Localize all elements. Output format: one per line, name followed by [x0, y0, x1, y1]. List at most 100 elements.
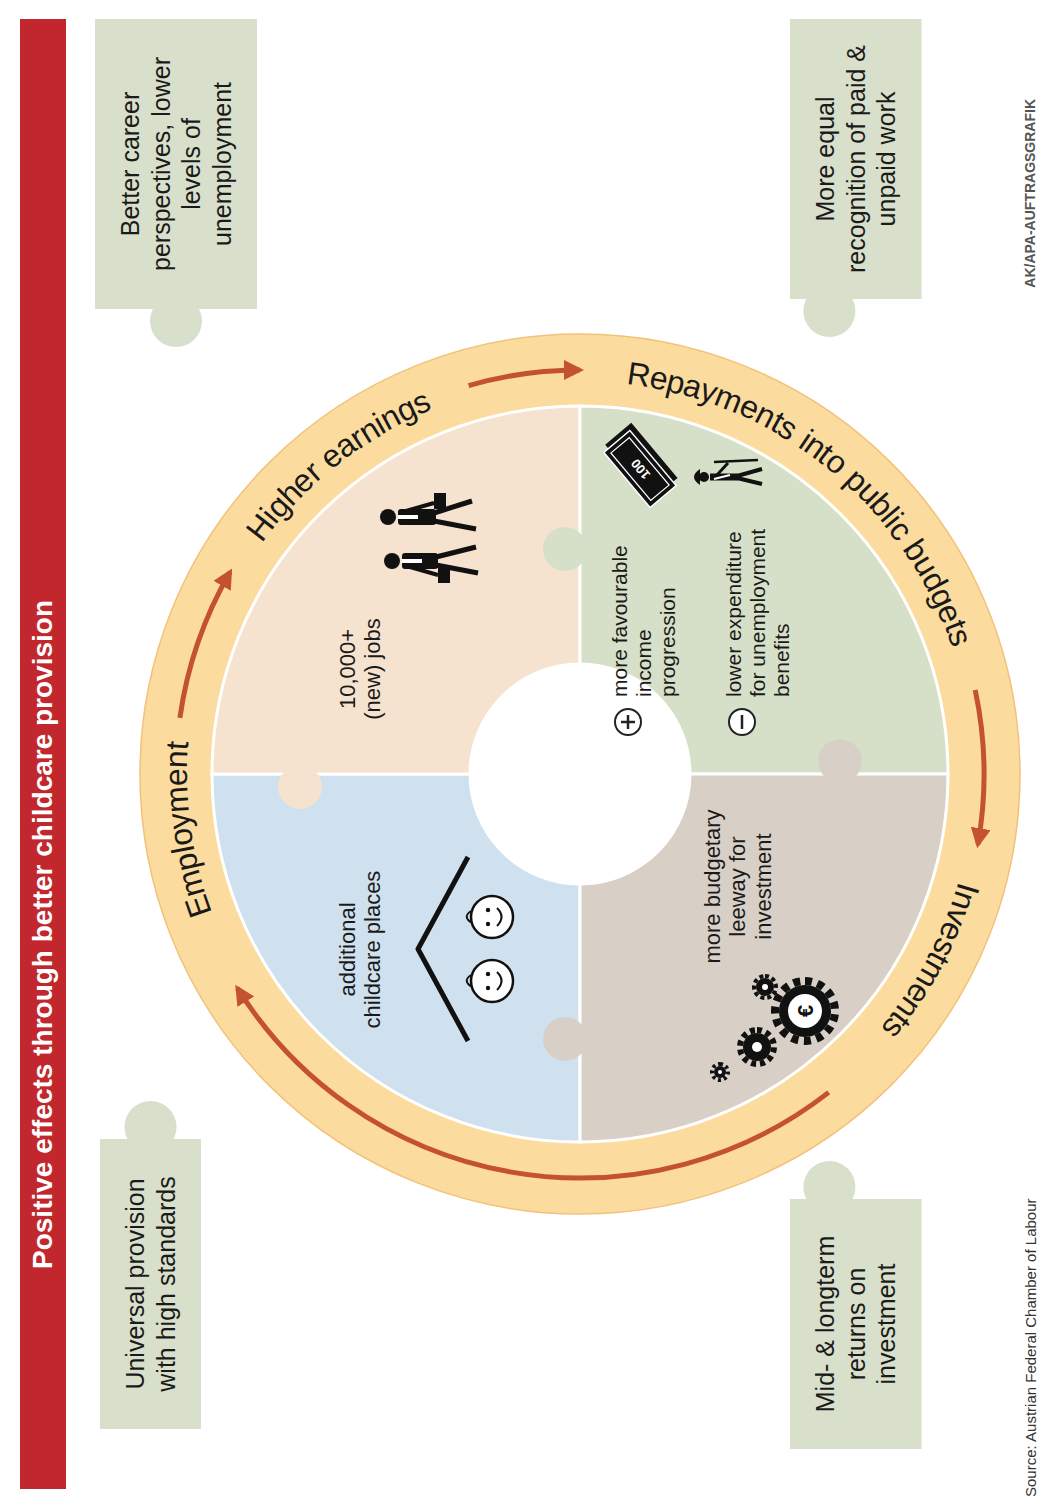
smile — [497, 972, 502, 990]
arm — [410, 567, 438, 575]
ring-letter: e — [160, 768, 192, 786]
plus-symbol — [615, 709, 641, 735]
cycle-ring — [176, 370, 984, 1178]
icon-text: € — [795, 1005, 817, 1017]
gear-hub — [718, 1070, 722, 1074]
cycle-arrow — [469, 370, 580, 386]
ring-label: Higher earnings — [238, 380, 443, 549]
ring-letter: n — [160, 750, 193, 769]
eye — [486, 922, 490, 926]
body — [398, 509, 436, 525]
puzzle-tab — [543, 1017, 587, 1061]
quadrant: additional childcare places — [212, 774, 580, 1142]
banknote-icon — [601, 423, 681, 508]
child-face — [471, 896, 513, 938]
credit-watermark: AK/APA-AUFTRAGSGRAFIK — [1022, 99, 1039, 288]
hair — [467, 975, 472, 987]
gear-hub — [788, 994, 822, 1028]
head — [384, 553, 400, 569]
puzzle-tab — [150, 295, 202, 347]
child-face — [471, 960, 513, 1002]
eye — [486, 908, 490, 912]
puzzle-tab — [278, 765, 322, 809]
puzzle-tab — [803, 285, 855, 337]
minus-symbol — [741, 715, 744, 729]
quadrant-shape — [212, 774, 580, 1142]
source-note: Source: Austrian Federal Chamber of Labo… — [1022, 1199, 1040, 1498]
ring-label: Investments — [872, 866, 990, 1051]
leg — [737, 478, 762, 484]
puzzle-tab — [818, 739, 862, 783]
puzzle-tab — [543, 527, 587, 571]
gear-teeth — [754, 976, 776, 998]
roof — [418, 857, 468, 1041]
workers-icon — [380, 493, 478, 583]
leg — [737, 469, 762, 476]
hair — [467, 911, 472, 923]
gear-hub — [752, 1042, 762, 1052]
briefcase — [438, 567, 450, 583]
piece-text: Better career perspectives, lower levels… — [115, 35, 237, 293]
ring-edge — [140, 334, 1020, 1214]
gear — [714, 1066, 726, 1078]
puzzle-shape — [100, 1139, 201, 1429]
smile — [497, 908, 502, 926]
puzzle-piece: Mid- & longterm returns on investment — [790, 1199, 922, 1449]
piece-text: Mid- & longterm returns on investment — [810, 1215, 902, 1433]
quadrant: 10,000+ (new) jobs — [212, 406, 580, 774]
ring-letter: m — [160, 785, 194, 814]
tool — [714, 460, 758, 462]
gear-hub — [762, 984, 768, 990]
title-text: Positive effects through better childcar… — [20, 19, 66, 1489]
gear — [743, 1033, 771, 1061]
briefcase — [434, 493, 446, 509]
ring-label: Employment — [154, 724, 220, 928]
puzzle-body — [95, 19, 257, 309]
banknote-border — [611, 438, 669, 501]
puzzle-tab — [125, 1101, 177, 1153]
banknote — [604, 430, 676, 507]
quadrant-shape — [212, 406, 580, 774]
quadrant-text: 10,000+ (new) jobs — [335, 609, 386, 729]
gear — [756, 978, 774, 996]
head — [699, 472, 709, 482]
quadrant-fill — [580, 406, 948, 774]
gear — [779, 985, 831, 1037]
plus-symbol — [615, 709, 641, 735]
quadrant-shape — [580, 774, 948, 1142]
shirt — [402, 559, 422, 563]
quadrant-text: additional childcare places — [335, 862, 386, 1037]
quadrant: more budgetary leeway for investment — [580, 774, 948, 1142]
minus-symbol — [729, 709, 755, 735]
puzzle-tab — [803, 1161, 855, 1213]
leg — [436, 547, 476, 557]
arm — [716, 463, 728, 476]
puzzle-piece: Better career perspectives, lower levels… — [95, 19, 257, 309]
puzzle-body — [790, 19, 922, 299]
quadrant-text: lower expenditure for unemployment benef… — [722, 507, 794, 697]
arm — [406, 503, 434, 511]
piece-text: More equal recognition of paid & unpaid … — [810, 35, 902, 283]
minus-symbol — [729, 709, 755, 735]
icon-text: 100 — [628, 457, 652, 482]
body — [710, 474, 738, 481]
childcare-icon — [418, 857, 513, 1041]
piece-text: Universal provision with high standards — [120, 1155, 181, 1413]
worker-icon — [694, 460, 762, 485]
cycle-arrow — [975, 690, 984, 844]
quadrant-text: more budgetary leeway for investment — [700, 804, 776, 969]
gear-teeth — [740, 1030, 774, 1064]
gear-teeth — [775, 981, 835, 1041]
quadrant-fill — [580, 774, 948, 1142]
puzzle-body — [100, 1139, 201, 1429]
cycle-arrows — [180, 370, 984, 1178]
quadrant-fill — [212, 774, 580, 1142]
title-band — [20, 19, 66, 1489]
gear-teeth — [712, 1064, 728, 1080]
gears-icon — [712, 976, 835, 1080]
body — [402, 553, 438, 569]
quadrant-fill — [212, 406, 580, 774]
puzzle-piece: More equal recognition of paid & unpaid … — [790, 19, 922, 299]
head — [380, 509, 396, 525]
